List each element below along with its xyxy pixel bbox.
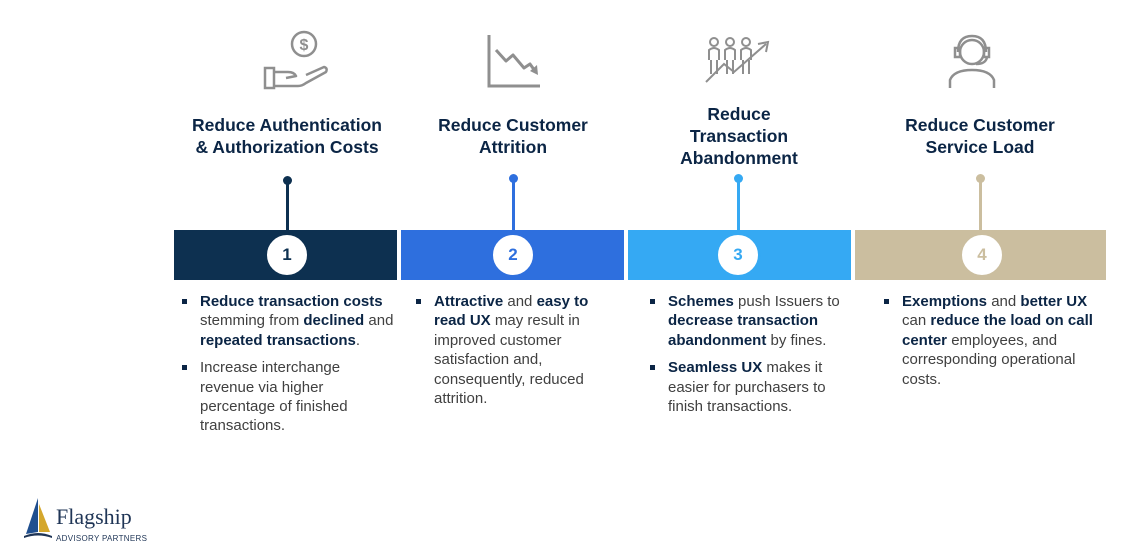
headset-agent-icon: [944, 32, 1000, 90]
people-growth-icon: [704, 34, 774, 88]
sail-logo-icon: [24, 498, 52, 538]
bullet-item: Reduce transaction costs stemming from d…: [174, 292, 394, 350]
bullet-item: Attractive and easy to read UX may resul…: [408, 292, 608, 408]
step-3-number: 3: [715, 232, 761, 278]
step-3-bullets: Schemes push Issuers to decrease transac…: [642, 292, 856, 424]
svg-text:$: $: [300, 37, 309, 54]
step-1-bullets: Reduce transaction costs stemming from d…: [174, 292, 394, 444]
bullet-item: Schemes push Issuers to decrease transac…: [642, 292, 856, 350]
step-1-number: 1: [264, 232, 310, 278]
step-3-connector-dot: [734, 174, 743, 183]
step-1-heading: Reduce Authentication& Authorization Cos…: [192, 115, 382, 157]
step-2-connector-dot: [509, 174, 518, 183]
logo-tagline: ADVISORY PARTNERS: [56, 534, 148, 543]
step-4-connector-dot: [976, 174, 985, 183]
bullet-item: Exemptions and better UX can reduce the …: [876, 292, 1102, 389]
bullet-item: Seamless UX makes it easier for purchase…: [642, 358, 856, 416]
step-2-number: 2: [490, 232, 536, 278]
step-2-connector-line: [512, 180, 515, 234]
flagship-logo: Flagship ADVISORY PARTNERS: [22, 496, 152, 548]
step-1-connector-dot: [283, 176, 292, 185]
bullet-item: Increase interchange revenue via higher …: [174, 358, 394, 436]
step-4-number: 4: [959, 232, 1005, 278]
logo-name: Flagship: [56, 504, 132, 529]
step-3-connector-line: [737, 180, 740, 234]
step-4-connector-line: [979, 180, 982, 234]
step-1-connector-line: [286, 182, 289, 234]
step-4-bullets: Exemptions and better UX can reduce the …: [876, 292, 1102, 397]
step-2-bullets: Attractive and easy to read UX may resul…: [408, 292, 608, 416]
hand-dollar-icon: $: [262, 28, 332, 92]
declining-chart-icon: [486, 33, 542, 89]
